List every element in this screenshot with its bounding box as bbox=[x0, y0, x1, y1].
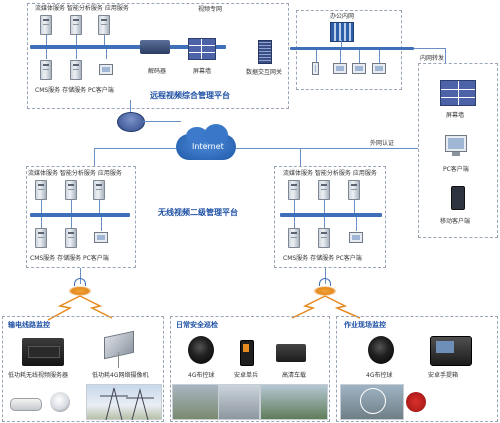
client-panel-box bbox=[418, 63, 498, 238]
video-private-network-box bbox=[27, 3, 289, 109]
watermark-url: www.elecfans.com bbox=[432, 408, 498, 416]
secondary-left-box bbox=[26, 166, 136, 268]
office-pc-2-icon bbox=[352, 63, 366, 74]
daily-security-box bbox=[170, 316, 330, 422]
worksite-ball-label: 4G布控球 bbox=[366, 372, 393, 379]
router-icon bbox=[117, 112, 145, 132]
right-mobile-label: 移动客户端 bbox=[440, 218, 471, 225]
worksite-title: 作业现场监控 bbox=[344, 321, 386, 329]
right-streaming-server-icon bbox=[288, 180, 300, 200]
secondary-left-cms-row: CMS服务 存储服务 PC客户端 bbox=[30, 255, 109, 262]
office-building-icon bbox=[330, 22, 354, 42]
right-screen-wall-icon bbox=[440, 80, 476, 106]
worksite-box bbox=[336, 316, 498, 422]
secondary-right-box bbox=[274, 166, 386, 268]
watermark-brand: 电子发烧友 bbox=[430, 389, 491, 403]
right-screen-wall-label: 屏幕墙 bbox=[446, 112, 465, 119]
vehicle-dvr-icon bbox=[276, 344, 306, 362]
secondary-platform-title: 无线视频二级管理平台 bbox=[158, 208, 238, 217]
top-network-bus bbox=[30, 45, 226, 49]
office-network-label: 办公内网 bbox=[330, 13, 355, 20]
daily-soldier-label: 安卓单兵 bbox=[234, 372, 259, 379]
secondary-left-header: 流媒体服务 智能分析服务 应用服务 bbox=[28, 170, 122, 177]
daily-photo-2 bbox=[218, 384, 260, 420]
right-storage-server-icon bbox=[318, 228, 330, 248]
pc-client-icon bbox=[99, 64, 113, 75]
daily-ball-camera-icon bbox=[188, 336, 214, 364]
daily-vehicle-label: 高清车载 bbox=[282, 372, 307, 379]
left-wireless-icon bbox=[68, 286, 92, 296]
daily-ball-label: 4G布控球 bbox=[188, 372, 215, 379]
left-storage-server-icon bbox=[65, 228, 77, 248]
screen-wall-icon bbox=[188, 38, 216, 60]
daily-photo-1 bbox=[172, 384, 220, 420]
office-network-bus bbox=[290, 47, 414, 50]
power-tower-photo bbox=[86, 384, 162, 420]
right-application-server-icon bbox=[348, 180, 360, 200]
left-network-bus bbox=[30, 213, 130, 217]
right-mobile-icon bbox=[451, 186, 465, 210]
office-phone-icon bbox=[312, 62, 319, 75]
right-cms-server-icon bbox=[288, 228, 300, 248]
remote-platform-title: 远程视频综合管理平台 bbox=[150, 91, 230, 100]
watermark-logo-icon bbox=[406, 392, 426, 412]
intranet-forward-label: 内网转发 bbox=[420, 55, 445, 62]
daily-security-title: 日常安全巡检 bbox=[176, 321, 218, 329]
gateway-label: 数据交互网关 bbox=[246, 69, 283, 76]
right-network-bus bbox=[280, 213, 382, 217]
worksite-ball-camera-icon bbox=[368, 336, 394, 364]
router-to-internet-line bbox=[143, 121, 181, 122]
secondary-right-cms-row: CMS服务 存储服务 PC客户端 bbox=[283, 255, 362, 262]
decoder-label: 解码器 bbox=[148, 68, 167, 75]
left-application-server-icon bbox=[93, 180, 105, 200]
dome-camera-icon bbox=[50, 392, 70, 412]
solar-camera-label: 低功耗4G网络摄像机 bbox=[92, 372, 149, 379]
gateway-icon bbox=[258, 40, 272, 64]
right-pc-icon bbox=[445, 135, 467, 152]
left-cms-server-icon bbox=[35, 228, 47, 248]
nvr-label: 低功耗无线视频服务器 bbox=[8, 372, 69, 379]
video-private-network-label: 视频专网 bbox=[198, 6, 223, 13]
top-cms-row: CMS服务 存储服务 PC客户端 bbox=[35, 87, 114, 94]
power-line-box bbox=[2, 316, 164, 422]
right-analysis-server-icon bbox=[318, 180, 330, 200]
screen-wall-label: 屏幕墙 bbox=[193, 68, 212, 75]
storage-server-icon bbox=[70, 60, 82, 80]
streaming-server-icon bbox=[40, 15, 52, 35]
top-servers-header: 流媒体服务 智能分析服务 应用服务 bbox=[35, 5, 129, 12]
power-tower-icon bbox=[100, 387, 154, 420]
application-server-icon bbox=[98, 15, 110, 35]
left-analysis-server-icon bbox=[65, 180, 77, 200]
secondary-right-header: 流媒体服务 智能分析服务 应用服务 bbox=[283, 170, 377, 177]
left-streaming-server-icon bbox=[35, 180, 47, 200]
office-pc-3-icon bbox=[372, 63, 386, 74]
internet-label: Internet bbox=[192, 142, 224, 151]
office-network-box bbox=[296, 10, 402, 90]
decoder-icon bbox=[140, 40, 170, 54]
bullet-camera-icon bbox=[10, 398, 42, 411]
worksite-globe-icon bbox=[360, 388, 386, 414]
cms-server-icon bbox=[40, 60, 52, 80]
right-pc-label: PC客户端 bbox=[443, 166, 469, 173]
right-wireless-icon bbox=[313, 286, 337, 296]
daily-photo-3 bbox=[260, 384, 328, 420]
worksite-case-label: 安卓手提箱 bbox=[428, 372, 459, 379]
left-pc-client-icon bbox=[94, 232, 108, 243]
office-pc-1-icon bbox=[333, 63, 347, 74]
right-pc-client-icon bbox=[349, 232, 363, 243]
power-line-title: 输电线路监控 bbox=[8, 321, 50, 329]
analysis-server-icon bbox=[70, 15, 82, 35]
external-auth-label: 外网认证 bbox=[370, 140, 395, 147]
